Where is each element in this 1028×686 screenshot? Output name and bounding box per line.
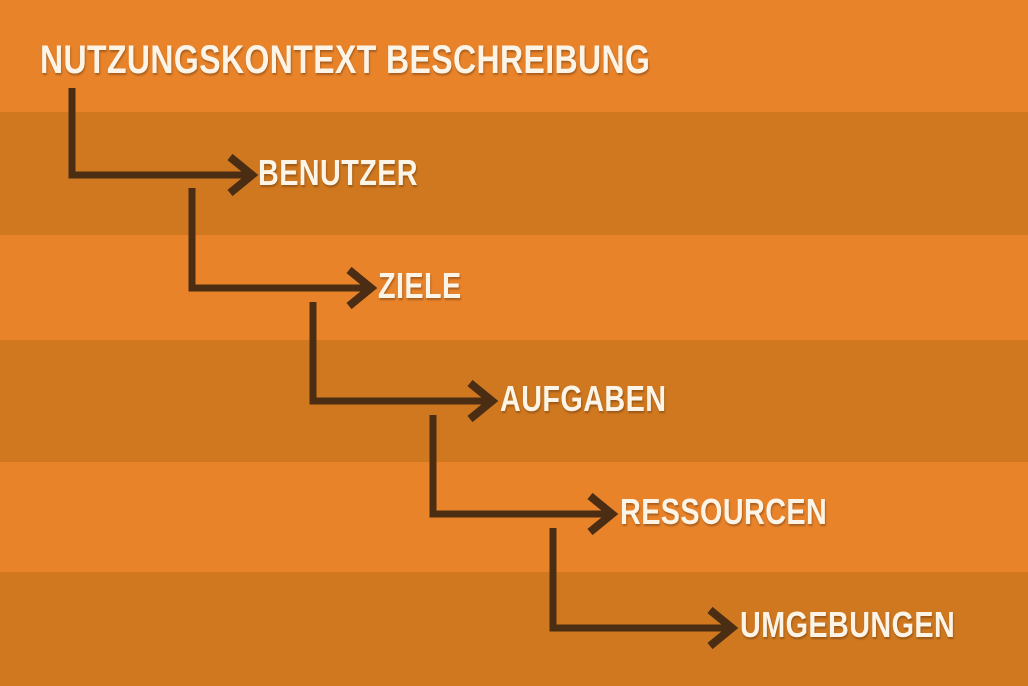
- connector-ressourcen-umgebungen: [549, 528, 739, 650]
- arrowhead-icon: [346, 266, 378, 310]
- node-ressourcen[interactable]: RESSOURCEN: [620, 491, 828, 532]
- connector-ziele-aufgaben: [309, 302, 499, 423]
- node-aufgaben[interactable]: AUFGABEN: [500, 378, 667, 419]
- connector-benutzer-ziele: [188, 188, 378, 310]
- node-ziele[interactable]: ZIELE: [378, 265, 462, 306]
- page-title: NUTZUNGSKONTEXT BESCHREIBUNG: [40, 38, 651, 82]
- connector-elbow: [549, 528, 728, 632]
- band-6: [0, 572, 1028, 686]
- band-3: [0, 235, 1028, 340]
- arrowhead-icon: [707, 606, 739, 650]
- node-benutzer[interactable]: BENUTZER: [258, 152, 418, 193]
- band-4: [0, 340, 1028, 462]
- node-umgebungen[interactable]: UMGEBUNGEN: [740, 604, 956, 645]
- band-1: [0, 0, 1028, 112]
- arrowhead-icon: [587, 492, 619, 536]
- connector-title-benutzer: [68, 88, 259, 197]
- connector-elbow: [309, 302, 488, 405]
- connector-elbow: [188, 188, 367, 292]
- arrowhead-icon: [227, 153, 259, 197]
- connector-elbow: [429, 415, 608, 518]
- connector-elbow: [68, 88, 248, 179]
- connector-aufgaben-ressourcen: [429, 415, 619, 536]
- arrowhead-icon: [467, 379, 499, 423]
